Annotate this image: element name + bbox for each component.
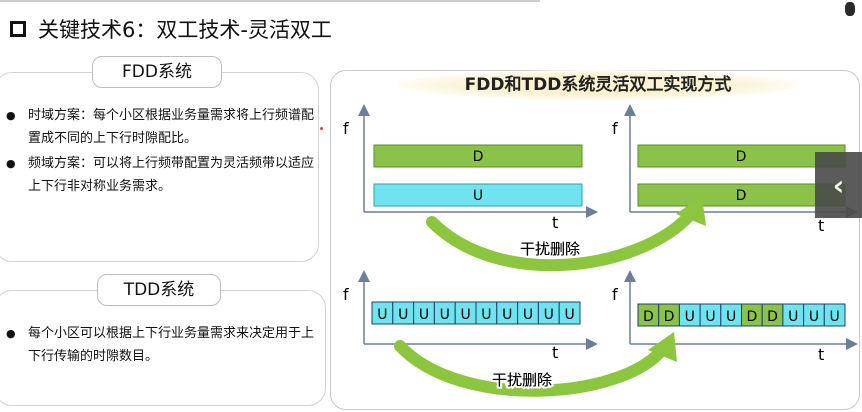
slide-title-text: 关键技术6：双工技术-灵活双工 <box>38 18 332 42</box>
prev-slide-button[interactable]: ‹ <box>815 152 862 218</box>
tdd-panel-label: TDD系统 <box>97 274 221 306</box>
fdd-bullet-freq-domain: 频域方案：可以将上行频带配置为灵活频带以适应上下行非对称业务需求。 <box>6 152 314 198</box>
chevron-left-icon: ‹ <box>832 168 845 202</box>
tdd-bullet-list: 每个小区可以根据上下行业务量需求来决定用于上下行传输的时隙数目。 <box>6 322 320 370</box>
red-marker-dot <box>320 127 323 130</box>
window-corner <box>845 2 855 16</box>
tdd-bullet-slot-count: 每个小区可以根据上下行业务量需求来决定用于上下行传输的时隙数目。 <box>6 322 320 368</box>
fdd-bullet-time-domain: 时域方案：每个小区根据业务量需求将上行频谱配置成不同的上下行时隙配比。 <box>6 104 314 150</box>
top-divider <box>0 0 540 2</box>
fdd-panel-label: FDD系统 <box>92 56 222 88</box>
title-square-icon <box>10 21 26 37</box>
diagram-title: FDD和TDD系统灵活双工实现方式 <box>398 70 798 100</box>
fdd-bullet-list: 时域方案：每个小区根据业务量需求将上行频谱配置成不同的上下行时隙配比。 频域方案… <box>6 104 314 200</box>
slide-title: 关键技术6：双工技术-灵活双工 <box>10 14 332 44</box>
diagram-panel <box>330 70 860 410</box>
